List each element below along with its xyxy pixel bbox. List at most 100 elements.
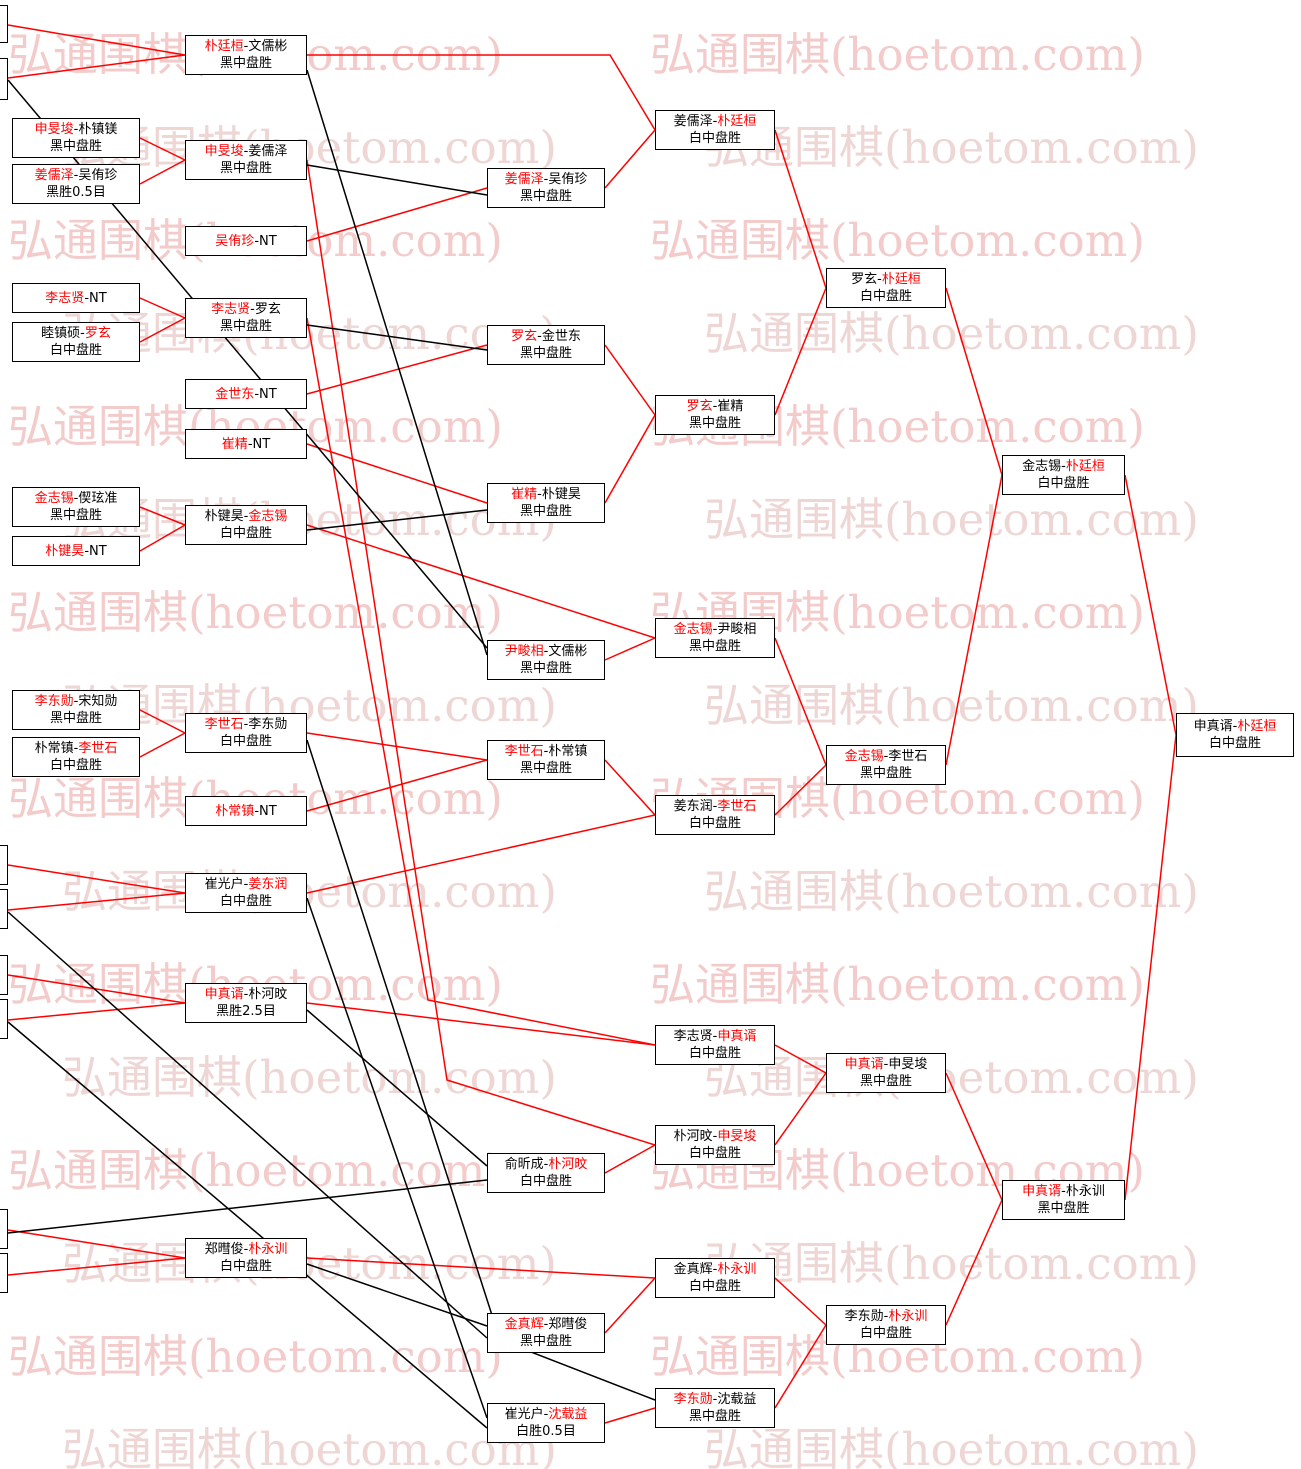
vs-dash: - (243, 39, 249, 54)
match-box-c6: 崔精-NT (185, 429, 307, 459)
match-box-d3: 崔精-朴键昊黑中盘胜 (487, 483, 605, 523)
match-result: 黑中盘胜 (688, 1409, 741, 1424)
match-box-a5 (0, 955, 8, 995)
match-result: 黑中盘胜 (219, 56, 272, 71)
match-result: 白中盘胜 (519, 1174, 572, 1189)
match-box-e7: 金真辉-朴永训白中盘胜 (655, 1258, 775, 1298)
match-players: 罗玄-崔精 (687, 398, 744, 415)
match-result: 白中盘胜 (219, 734, 272, 749)
winner-path-line (604, 1407, 656, 1424)
match-box-h1: 申真谞-朴廷桓白中盘胜 (1176, 713, 1294, 757)
loser-path-line (306, 164, 488, 196)
match-box-b4: 睦镇硕-罗玄白中盘胜 (12, 322, 140, 362)
match-result: 白中盘胜 (219, 526, 272, 541)
match-players: 姜儒泽-吴侑珍 (35, 167, 118, 184)
winner-path-line (306, 187, 488, 242)
match-result: 黑中盘胜 (49, 139, 102, 154)
vs-dash: - (537, 487, 542, 502)
player-name: 罗玄 (686, 399, 713, 414)
winner-path-line (604, 1144, 656, 1174)
winner-path-line (774, 1277, 827, 1326)
vs-dash: - (73, 168, 79, 183)
winner-path-line (604, 129, 656, 189)
player-name: 朴永训 (1065, 1184, 1105, 1199)
player-name: 朴键昊 (204, 509, 244, 524)
match-box-d4: 尹畯相-文儒彬黑中盘胜 (487, 640, 605, 680)
match-players: 朴键昊-NT (45, 543, 106, 560)
player-name: 朴永训 (888, 1309, 928, 1324)
player-name: 沈载益 (717, 1392, 757, 1407)
winner-path-line (604, 637, 656, 661)
player-name: 李东勋 (844, 1309, 884, 1324)
match-result: 白中盘胜 (49, 758, 102, 773)
player-name: 崔精 (511, 487, 538, 502)
match-players: 李世石-朴常镇 (505, 743, 588, 760)
winner-path-line (7, 892, 186, 911)
vs-dash: - (1061, 1184, 1066, 1199)
player-name: 申旻埈 (204, 144, 244, 159)
player-name: 朴河旼 (548, 1157, 588, 1172)
winner-path-line (774, 129, 827, 289)
loser-path-line (306, 739, 656, 1401)
vs-dash: - (543, 744, 549, 759)
match-result: 白胜0.5目 (516, 1424, 576, 1439)
player-name: NT (89, 543, 107, 559)
match-players: 朴廷桓-文儒彬 (205, 38, 288, 55)
winner-path-line (139, 137, 186, 161)
match-box-a6 (0, 999, 8, 1039)
player-name: 俞昕成 (504, 1157, 544, 1172)
match-result: 黑中盘胜 (859, 1074, 912, 1089)
match-box-b1: 申旻埈-朴镇镁黑中盘胜 (12, 118, 140, 158)
vs-dash: - (84, 290, 90, 306)
loser-path-line (306, 1263, 488, 1327)
player-name: 朴永训 (248, 1242, 288, 1257)
match-result: 黑中盘胜 (859, 766, 912, 781)
match-box-f2: 金志锡-李世石黑中盘胜 (826, 745, 946, 785)
player-name: 朴键昊 (541, 487, 581, 502)
player-name: 申旻埈 (34, 122, 74, 137)
match-result: 白中盘胜 (219, 1259, 272, 1274)
match-players: 李东勋-朴永训 (845, 1308, 928, 1325)
match-box-b5: 金志锡-偰玹准黑中盘胜 (12, 487, 140, 527)
match-players: 朴常镇-李世石 (35, 740, 118, 757)
match-players: 金志锡-朴廷桓 (1022, 458, 1105, 475)
vs-dash: - (73, 122, 79, 137)
player-name: NT (252, 436, 271, 452)
match-box-g2: 申真谞-朴永训黑中盘胜 (1002, 1180, 1125, 1220)
vs-dash: - (543, 1157, 549, 1172)
match-box-e1: 姜儒泽-朴廷桓白中盘胜 (655, 110, 775, 150)
winner-path-line (774, 1044, 827, 1074)
player-name: 尹畯相 (504, 644, 544, 659)
player-name: 朴常镇 (34, 741, 74, 756)
match-box-a8 (0, 1253, 8, 1293)
player-name: 申真谞 (204, 987, 244, 1002)
player-name: 金真辉 (504, 1317, 544, 1332)
player-name: 罗玄 (84, 326, 111, 341)
player-name: 宋知勋 (78, 694, 118, 709)
vs-dash: - (712, 114, 718, 129)
vs-dash: - (712, 1262, 718, 1277)
player-name: 朴河旼 (248, 987, 288, 1002)
player-name: NT (259, 233, 277, 249)
winner-path-line (604, 414, 656, 504)
match-players: 朴键昊-金志锡 (205, 508, 288, 525)
match-box-d5: 李世石-朴常镇黑中盘胜 (487, 740, 605, 780)
winner-path-line (306, 159, 656, 1146)
match-result: 黑中盘胜 (219, 161, 272, 176)
match-result: 黑中盘胜 (519, 661, 572, 676)
player-name: 沈载益 (548, 1407, 588, 1422)
player-name: NT (259, 803, 277, 819)
match-players: 金志锡-尹畯相 (674, 621, 757, 638)
vs-dash: - (543, 644, 549, 659)
match-result: 黑中盘胜 (1037, 1201, 1090, 1216)
match-players: 崔精-NT (222, 436, 270, 453)
loser-path-line (306, 69, 488, 656)
vs-dash: - (250, 302, 255, 317)
loser-path-line (306, 897, 488, 1419)
vs-dash: - (1232, 719, 1238, 734)
match-box-a4 (0, 889, 8, 929)
player-name: 李志贤 (673, 1029, 713, 1044)
match-box-a1 (0, 5, 8, 43)
player-name: 崔光户 (504, 1407, 544, 1422)
